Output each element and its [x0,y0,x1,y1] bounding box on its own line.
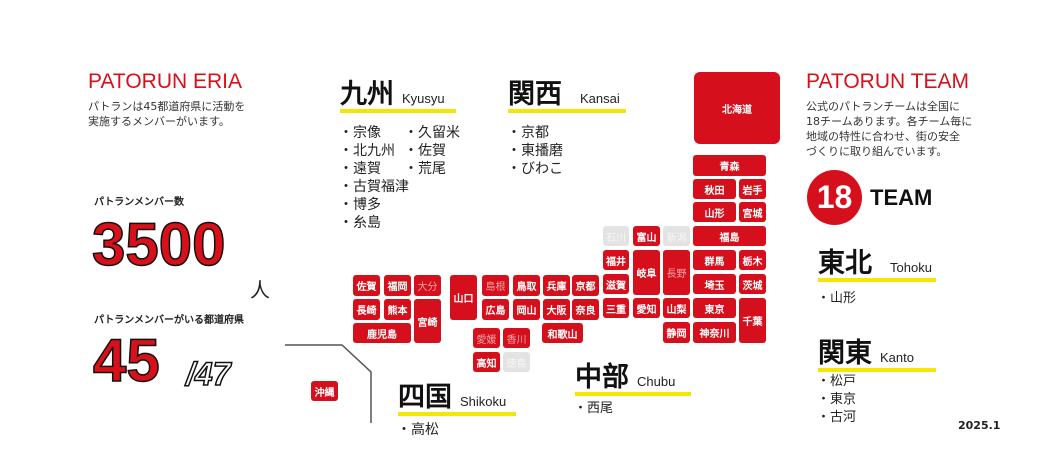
pref-tile: 岩手 [739,179,766,199]
team-count-badge: 18 [807,170,862,225]
pref-tile: 宮崎 [414,299,441,343]
kansai-list: 京都東播磨びわこ [513,124,563,178]
pref-tile: 大分 [414,275,441,296]
pref-tile: 埼玉 [693,274,736,294]
area-desc: パトランは45都道府県に活動を実施するメンバーがいます。 [88,100,246,128]
chubu-list: 西尾 [580,400,613,418]
pref-tile: 福島 [693,226,766,246]
pref-tile: 群馬 [693,250,736,270]
pref-tile: 岡山 [513,299,540,320]
pref-tile: 岐阜 [633,250,660,295]
pref-tile: 栃木 [739,250,766,270]
pref-tile: 福井 [603,250,629,270]
pref-tile: 茨城 [739,274,766,294]
pref-tile: 広島 [482,299,509,320]
pref-tile: 熊本 [384,299,411,320]
pref-tile: 宮城 [739,202,766,222]
pref-tile: 大阪 [543,299,570,320]
pref-tile: 静岡 [663,322,690,343]
prefs-count: 45 [92,326,160,395]
pref-tile: 和歌山 [542,323,583,343]
pref-tile: 富山 [633,226,660,246]
pref-tile: 東京 [693,298,736,318]
team-count-label: TEAM [870,185,933,210]
tohoku-list: 山形 [823,290,856,308]
area-title: PATORUN ERIA [88,70,243,93]
pref-tile: 青森 [693,155,766,176]
shikoku-list: 高松 [403,421,439,439]
pref-tile: 福岡 [384,275,411,296]
kyushu-list-2: 久留米佐賀荒尾 [410,124,460,178]
members-unit: 人 [250,278,270,302]
pref-tile: 高知 [473,352,500,372]
pref-tile: 山口 [450,275,477,320]
pref-tile: 山梨 [663,298,690,318]
prefs-label: パトランメンバーがいる都道府県 [94,315,244,326]
pref-tile-hokkaido: 北海道 [694,72,780,144]
pref-tile: 千葉 [739,298,766,343]
team-title: PATORUN TEAM [806,70,969,93]
pref-tile: 愛媛 [473,328,500,348]
members-label: パトランメンバー数 [94,197,184,208]
pref-tile: 徳島 [503,352,530,372]
pref-tile: 長野 [663,250,690,295]
kanto-list: 松戸東京古河 [823,373,856,427]
pref-tile: 神奈川 [693,322,736,343]
pref-tile: 兵庫 [543,275,570,296]
pref-tile: 三重 [603,298,629,318]
pref-tile: 奈良 [572,299,599,320]
pref-tile: 鹿児島 [353,323,411,343]
pref-tile: 秋田 [693,179,736,199]
pref-tile: 香川 [503,328,530,348]
pref-tile: 佐賀 [353,275,380,296]
pref-tile: 滋賀 [603,274,629,294]
pref-tile: 島根 [482,275,509,296]
pref-tile: 石川 [603,226,629,246]
pref-tile: 長崎 [353,299,380,320]
date-label: 2025.1 [958,419,1001,432]
pref-tile: 京都 [572,275,599,296]
pref-tile: 鳥取 [513,275,540,296]
pref-tile-okinawa: 沖縄 [311,381,338,401]
pref-tile: 新潟 [663,226,690,246]
pref-tile: 山形 [693,202,736,222]
members-count: 3500 [91,210,226,279]
pref-tile: 愛知 [633,298,660,318]
prefs-total: /47 [185,355,231,393]
kyushu-list-1: 宗像北九州遠賀古賀福津博多糸島 [345,124,409,232]
